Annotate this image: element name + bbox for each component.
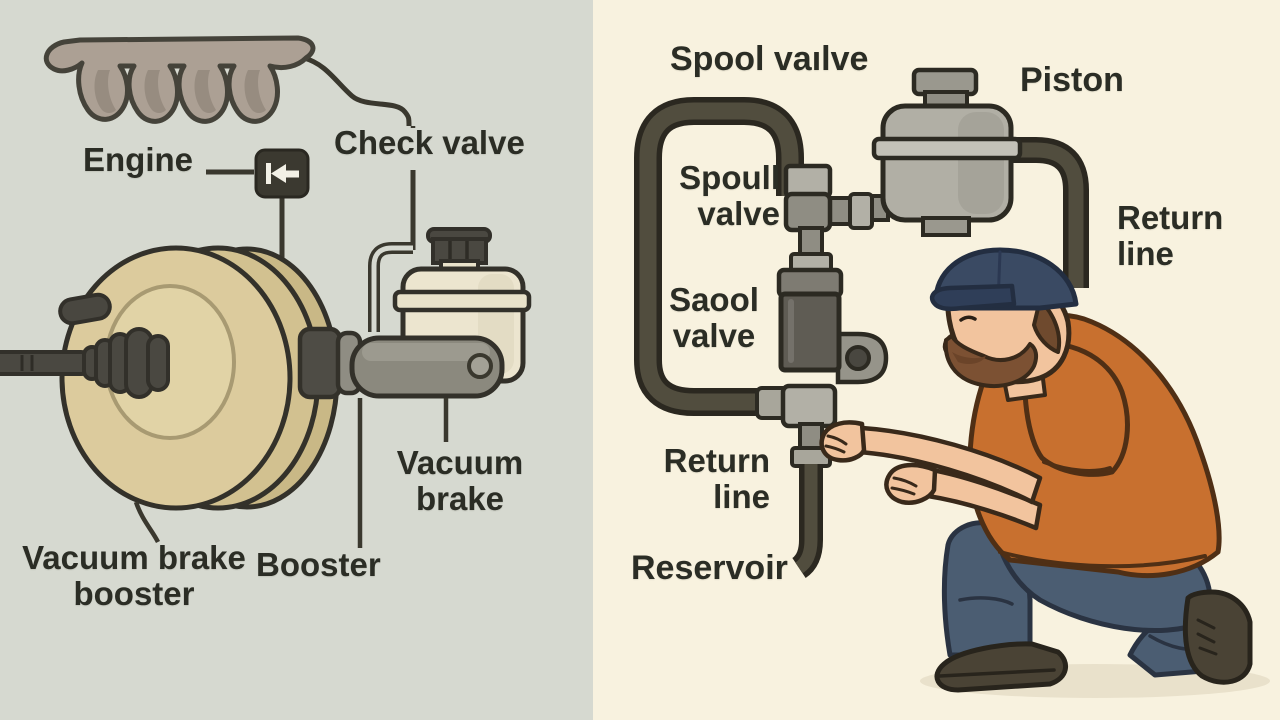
- mechanic-head: [929, 247, 1079, 402]
- mechanic-figure: [819, 247, 1270, 698]
- mechanic-arms: [819, 420, 1043, 531]
- left-leader-lines: [133, 126, 449, 548]
- cap-brim: [929, 283, 1017, 312]
- label-spoull-valve: Spoull valve: [679, 159, 780, 232]
- label-return-line-upper: Return line: [1117, 199, 1224, 272]
- brake-booster: [0, 245, 340, 511]
- label-saool-valve: Saool valve: [669, 281, 759, 354]
- hair-back: [1032, 298, 1061, 354]
- label-spool-valve: Spool vaılve: [670, 40, 869, 78]
- label-return-line-lower: Return line: [663, 442, 770, 515]
- reservoir-pipe: [791, 464, 823, 578]
- mechanic-cap: [929, 247, 1079, 312]
- piston-accumulator: [864, 67, 1023, 237]
- spool-valve-assembly: [755, 163, 889, 468]
- intake-manifold: [43, 35, 316, 124]
- spool-valve-pipe-loop: [634, 97, 804, 416]
- label-check-valve: Check valve: [334, 124, 525, 161]
- return-line-pipe: [1008, 137, 1089, 288]
- mechanic-boots: [934, 589, 1253, 693]
- check-valve-icon: [254, 148, 310, 199]
- beard: [943, 334, 1039, 388]
- eye: [959, 315, 977, 322]
- label-reservoir: Reservoir: [631, 549, 788, 587]
- outlet-port: [467, 353, 493, 379]
- label-vacuum-brake: Vacuum brake: [396, 444, 524, 517]
- booster-pushrod-bellows: [0, 327, 170, 399]
- booster-vacuum-port: [58, 292, 112, 326]
- label-vacuum-brake-booster: Vacuum brake booster: [22, 539, 246, 612]
- label-engine: Engine: [83, 141, 194, 178]
- master-cylinder: [297, 326, 505, 400]
- label-piston: Piston: [1020, 61, 1124, 99]
- shirt-sleeve: [1022, 340, 1130, 477]
- label-booster: Booster: [256, 546, 381, 583]
- mustache: [952, 352, 986, 364]
